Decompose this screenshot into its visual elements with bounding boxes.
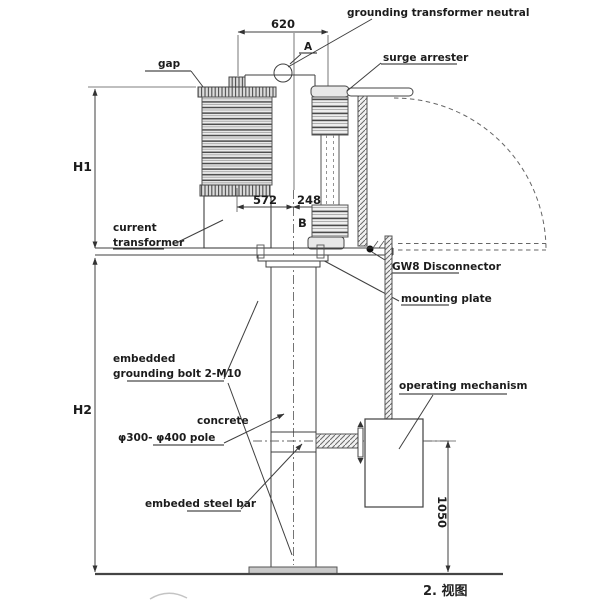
vertical-operating-rod [384,235,393,421]
dim-620-label: 620 [271,17,295,31]
arrester-column [320,134,340,206]
pole-flange-lower [265,260,321,268]
ct-bushing-fins [201,96,273,186]
concrete-pole-callout: concrete φ300- φ400 pole [118,413,285,446]
grounding-neutral-label: grounding transformer neutral [347,7,529,19]
grounding-bolt-callout: embedded grounding bolt 2-M10 [113,300,293,556]
surge-arrester-assembly [307,85,414,250]
grounding-neutral-callout: grounding transformer neutral A [273,7,529,83]
current-transformer-assembly [197,76,277,249]
dimension-h1: H1 [73,86,196,249]
operating-mechanism: operating mechanism [364,380,528,508]
operating-mechanism-label: operating mechanism [399,380,528,392]
dim-248-label: 248 [297,193,321,207]
point-b-label: B [298,216,307,230]
disconnector-blade [357,95,368,247]
operating-mechanism-box [364,418,424,508]
dim-h2-label: H2 [73,402,92,417]
surge-arrester-label: surge arrester [383,52,469,64]
arrester-lower-fins [311,204,349,238]
surge-arrester-callout: surge arrester [346,52,469,92]
rod-coupling-plate [357,427,364,458]
blade-swing-arc [393,97,547,251]
arrester-upper-fins [311,96,349,136]
mounting-plate-label: mounting plate [401,293,492,305]
dim-h1-label: H1 [73,159,92,174]
disconnector-contact-arm [346,87,414,97]
disconnector [357,95,547,253]
ct-top-cap [197,86,277,98]
arrester-top-cap [310,85,350,98]
current-transformer-label-1: current [113,222,157,234]
gap-label: gap [158,58,181,70]
dimension-1050: 1050 [425,440,456,573]
blade-hinge-point [366,245,374,253]
operating-linkage [253,235,449,464]
concrete-pole-label-1: concrete [197,415,249,427]
point-a-label: A [304,41,313,53]
grounding-bolt-label-2: grounding bolt 2-M10 [113,368,241,380]
steel-bar-callout: embeded steel bar [145,443,303,512]
grounding-bolt-label-1: embedded [113,353,175,365]
concrete-pole [248,244,338,575]
steel-bar-label: embeded steel bar [145,498,257,510]
current-transformer-label-2: transformer [113,237,185,249]
concrete-pole-label-2: φ300- φ400 pole [118,432,215,444]
dimension-620: 620 [237,17,329,86]
dim-1050-label: 1050 [435,496,449,528]
dim-572-label: 572 [253,193,277,207]
current-transformer-callout: current transformer [113,219,224,250]
dimension-572-248: 572 248 B [236,188,331,230]
horizontal-operating-rod [315,433,359,449]
neutral-connection-point [273,63,293,83]
dimension-h2: H2 [73,257,98,573]
flange-bolt-left [256,244,265,259]
arrester-base [307,236,345,250]
next-figure-edge [149,592,188,600]
figure-caption: 2. 视图 [423,583,468,599]
flange-bolt-right [316,244,325,259]
gap-terminal [228,76,246,88]
disconnector-label: GW8 Disconnector [392,261,502,273]
